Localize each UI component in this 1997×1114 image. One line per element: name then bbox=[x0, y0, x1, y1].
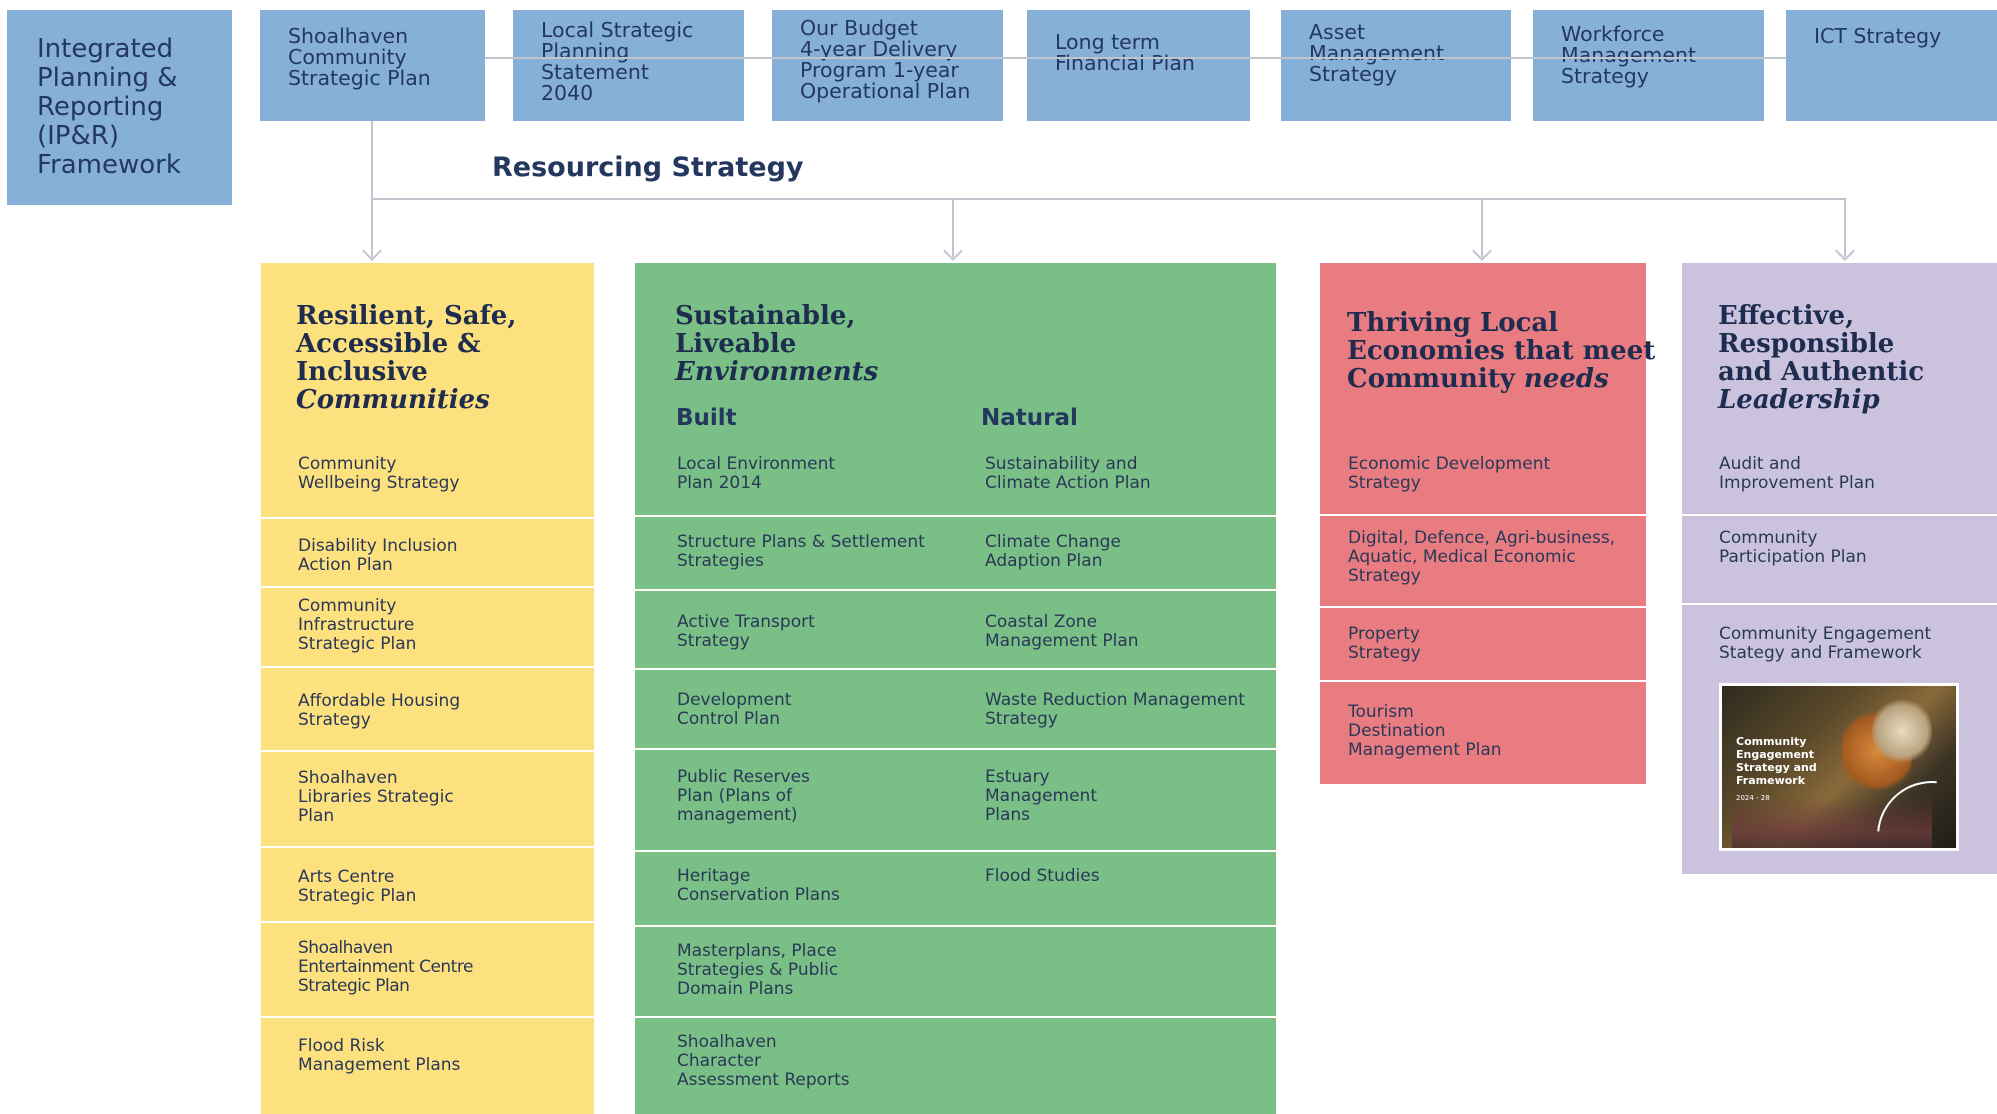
natural-item: Coastal Zone Management Plan bbox=[985, 612, 1139, 651]
box-workforce-management-strategy: Workforce Management Strategy bbox=[1533, 10, 1764, 121]
arrow-down-icon bbox=[362, 241, 382, 261]
list-item: Economic Development Strategy bbox=[1348, 454, 1551, 493]
built-item: Shoalhaven Character Assessment Reports bbox=[677, 1032, 850, 1090]
list-item: Community Infrastructure Strategic Plan bbox=[298, 596, 417, 654]
built-item: Local Environment Plan 2014 bbox=[677, 454, 836, 493]
thumbnail-year: 2024 - 28 bbox=[1736, 794, 1770, 802]
box-ict-strategy: ICT Strategy bbox=[1786, 10, 1997, 121]
box-our-budget: Our Budget 4-year Delivery Program 1-yea… bbox=[772, 10, 1003, 121]
natural-item: Climate Change Adaption Plan bbox=[985, 532, 1121, 571]
engagement-strategy-thumbnail: Community Engagement Strategy and Framew… bbox=[1719, 683, 1959, 851]
communities-title: Resilient, Safe, Accessible & Inclusive … bbox=[296, 301, 517, 415]
economies-title: Thriving Local Economies that meet Commu… bbox=[1347, 308, 1656, 394]
connector-branch bbox=[1844, 198, 1846, 257]
list-item: Affordable Housing Strategy bbox=[298, 691, 461, 730]
built-item: Structure Plans & Settlement Strategies bbox=[677, 532, 925, 571]
arrow-down-icon bbox=[1472, 241, 1492, 261]
list-item: Digital, Defence, Agri-business, Aquatic… bbox=[1348, 528, 1616, 586]
connector-horizontal bbox=[371, 198, 1846, 200]
resourcing-strategy-title: Resourcing Strategy bbox=[492, 152, 804, 183]
framework-box: Integrated Planning & Reporting (IP&R) F… bbox=[7, 10, 232, 205]
box-community-strategic-plan: Shoalhaven Community Strategic Plan bbox=[260, 10, 485, 121]
natural-item: Sustainability and Climate Action Plan bbox=[985, 454, 1151, 493]
box-long-term-financial-plan: Long term Financial Plan bbox=[1027, 10, 1250, 121]
arrow-down-icon bbox=[1835, 241, 1855, 261]
built-label: Built bbox=[676, 405, 737, 431]
leadership-title: Effective, Responsible and Authentic Lea… bbox=[1718, 301, 1925, 415]
column-communities bbox=[261, 263, 594, 1114]
connector-branch bbox=[952, 198, 954, 257]
list-item: Flood Risk Management Plans bbox=[298, 1036, 461, 1075]
natural-item: Estuary Management Plans bbox=[985, 767, 1097, 825]
box-local-strategic-planning-statement: Local Strategic Planning Statement 2040 bbox=[513, 10, 744, 121]
list-item: Tourism Destination Management Plan bbox=[1348, 702, 1502, 760]
environments-title: Sustainable, Liveable Environments bbox=[675, 301, 879, 387]
natural-label: Natural bbox=[981, 405, 1078, 431]
box-asset-management-strategy: Asset Management Strategy bbox=[1281, 10, 1511, 121]
built-item: Active Transport Strategy bbox=[677, 612, 815, 651]
list-item: Disability Inclusion Action Plan bbox=[298, 536, 458, 575]
built-item: Development Control Plan bbox=[677, 690, 792, 729]
built-item: Masterplans, Place Strategies & Public D… bbox=[677, 941, 839, 999]
list-item: Community Wellbeing Strategy bbox=[298, 454, 460, 493]
thumbnail-title: Community Engagement Strategy and Framew… bbox=[1736, 735, 1817, 787]
list-item: Property Strategy bbox=[1348, 624, 1421, 663]
arrow-down-icon bbox=[943, 241, 963, 261]
built-item: Public Reserves Plan (Plans of managemen… bbox=[677, 767, 810, 825]
column-environments bbox=[635, 263, 1276, 1114]
column-economies bbox=[1320, 263, 1646, 784]
list-item: Community Engagement Stategy and Framewo… bbox=[1719, 624, 1932, 663]
list-item: Arts Centre Strategic Plan bbox=[298, 867, 417, 906]
list-item: Shoalhaven Entertainment Centre Strategi… bbox=[298, 938, 473, 996]
list-item: Audit and Improvement Plan bbox=[1719, 454, 1875, 493]
connector-branch bbox=[1481, 198, 1483, 257]
list-item: Shoalhaven Libraries Strategic Plan bbox=[298, 768, 454, 826]
list-item: Community Participation Plan bbox=[1719, 528, 1867, 567]
built-item: Heritage Conservation Plans bbox=[677, 866, 840, 905]
connector-vertical bbox=[371, 121, 373, 257]
natural-item: Waste Reduction Management Strategy bbox=[985, 690, 1245, 729]
natural-item: Flood Studies bbox=[985, 866, 1100, 886]
top-connector bbox=[485, 57, 1786, 59]
